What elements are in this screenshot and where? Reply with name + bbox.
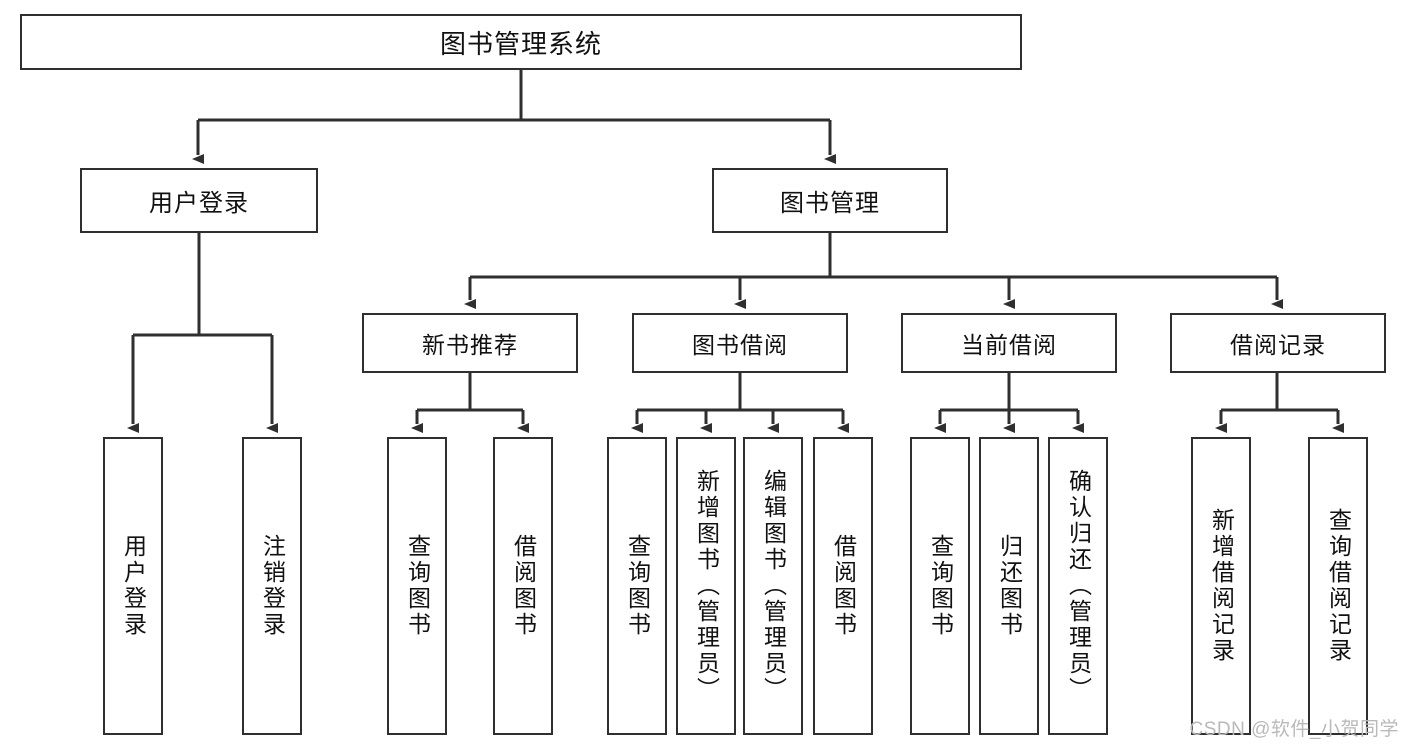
node-leaf-confirm-return[interactable]: 确认归还（管理员）	[1048, 437, 1108, 735]
node-current-borrow[interactable]: 当前借阅	[901, 313, 1117, 373]
node-leaf-query-book-1[interactable]: 查询图书	[387, 437, 447, 735]
node-borrow-record-label: 借阅记录	[1230, 332, 1326, 358]
node-leaf-borrow-book-2[interactable]: 借阅图书	[813, 437, 873, 735]
node-leaf-query-book-2-label: 查询图书	[624, 534, 651, 638]
node-leaf-confirm-return-label: 确认归还（管理员）	[1065, 469, 1092, 703]
node-leaf-query-record[interactable]: 查询借阅记录	[1308, 437, 1368, 735]
node-book-borrow[interactable]: 图书借阅	[632, 313, 848, 373]
node-leaf-add-book-label: 新增图书（管理员）	[693, 469, 720, 703]
node-new-book-recommend[interactable]: 新书推荐	[362, 313, 578, 373]
node-user-login-label: 用户登录	[149, 190, 249, 217]
node-leaf-return-book[interactable]: 归还图书	[979, 437, 1039, 735]
node-leaf-query-book-1-label: 查询图书	[404, 534, 431, 638]
node-book-management-label: 图书管理	[780, 190, 880, 217]
node-leaf-user-login-label: 用户登录	[120, 534, 147, 638]
node-leaf-add-record[interactable]: 新增借阅记录	[1191, 437, 1251, 735]
node-book-borrow-label: 图书借阅	[692, 332, 788, 358]
node-leaf-edit-book-label: 编辑图书（管理员）	[760, 469, 787, 703]
node-leaf-logout-login[interactable]: 注销登录	[242, 437, 302, 735]
node-leaf-query-record-label: 查询借阅记录	[1325, 508, 1352, 664]
node-leaf-query-book-3[interactable]: 查询图书	[910, 437, 970, 735]
node-leaf-query-book-3-label: 查询图书	[927, 534, 954, 638]
node-leaf-logout-login-label: 注销登录	[259, 534, 286, 638]
node-leaf-return-book-label: 归还图书	[996, 534, 1023, 638]
node-book-management[interactable]: 图书管理	[712, 168, 948, 233]
node-leaf-borrow-book-2-label: 借阅图书	[830, 534, 857, 638]
node-user-login[interactable]: 用户登录	[80, 168, 318, 233]
node-new-book-recommend-label: 新书推荐	[422, 332, 518, 358]
node-current-borrow-label: 当前借阅	[961, 332, 1057, 358]
node-leaf-borrow-book-1-label: 借阅图书	[510, 534, 537, 638]
node-borrow-record[interactable]: 借阅记录	[1170, 313, 1386, 373]
node-system-title[interactable]: 图书管理系统	[20, 14, 1022, 70]
node-leaf-add-book[interactable]: 新增图书（管理员）	[676, 437, 736, 735]
node-leaf-query-book-2[interactable]: 查询图书	[607, 437, 667, 735]
node-leaf-edit-book[interactable]: 编辑图书（管理员）	[743, 437, 803, 735]
node-leaf-add-record-label: 新增借阅记录	[1208, 508, 1235, 664]
node-system-title-label: 图书管理系统	[439, 28, 602, 59]
node-leaf-borrow-book-1[interactable]: 借阅图书	[493, 437, 553, 735]
csdn-watermark: CSDN @软件_小贺同学	[1189, 719, 1399, 740]
node-leaf-user-login[interactable]: 用户登录	[103, 437, 163, 735]
